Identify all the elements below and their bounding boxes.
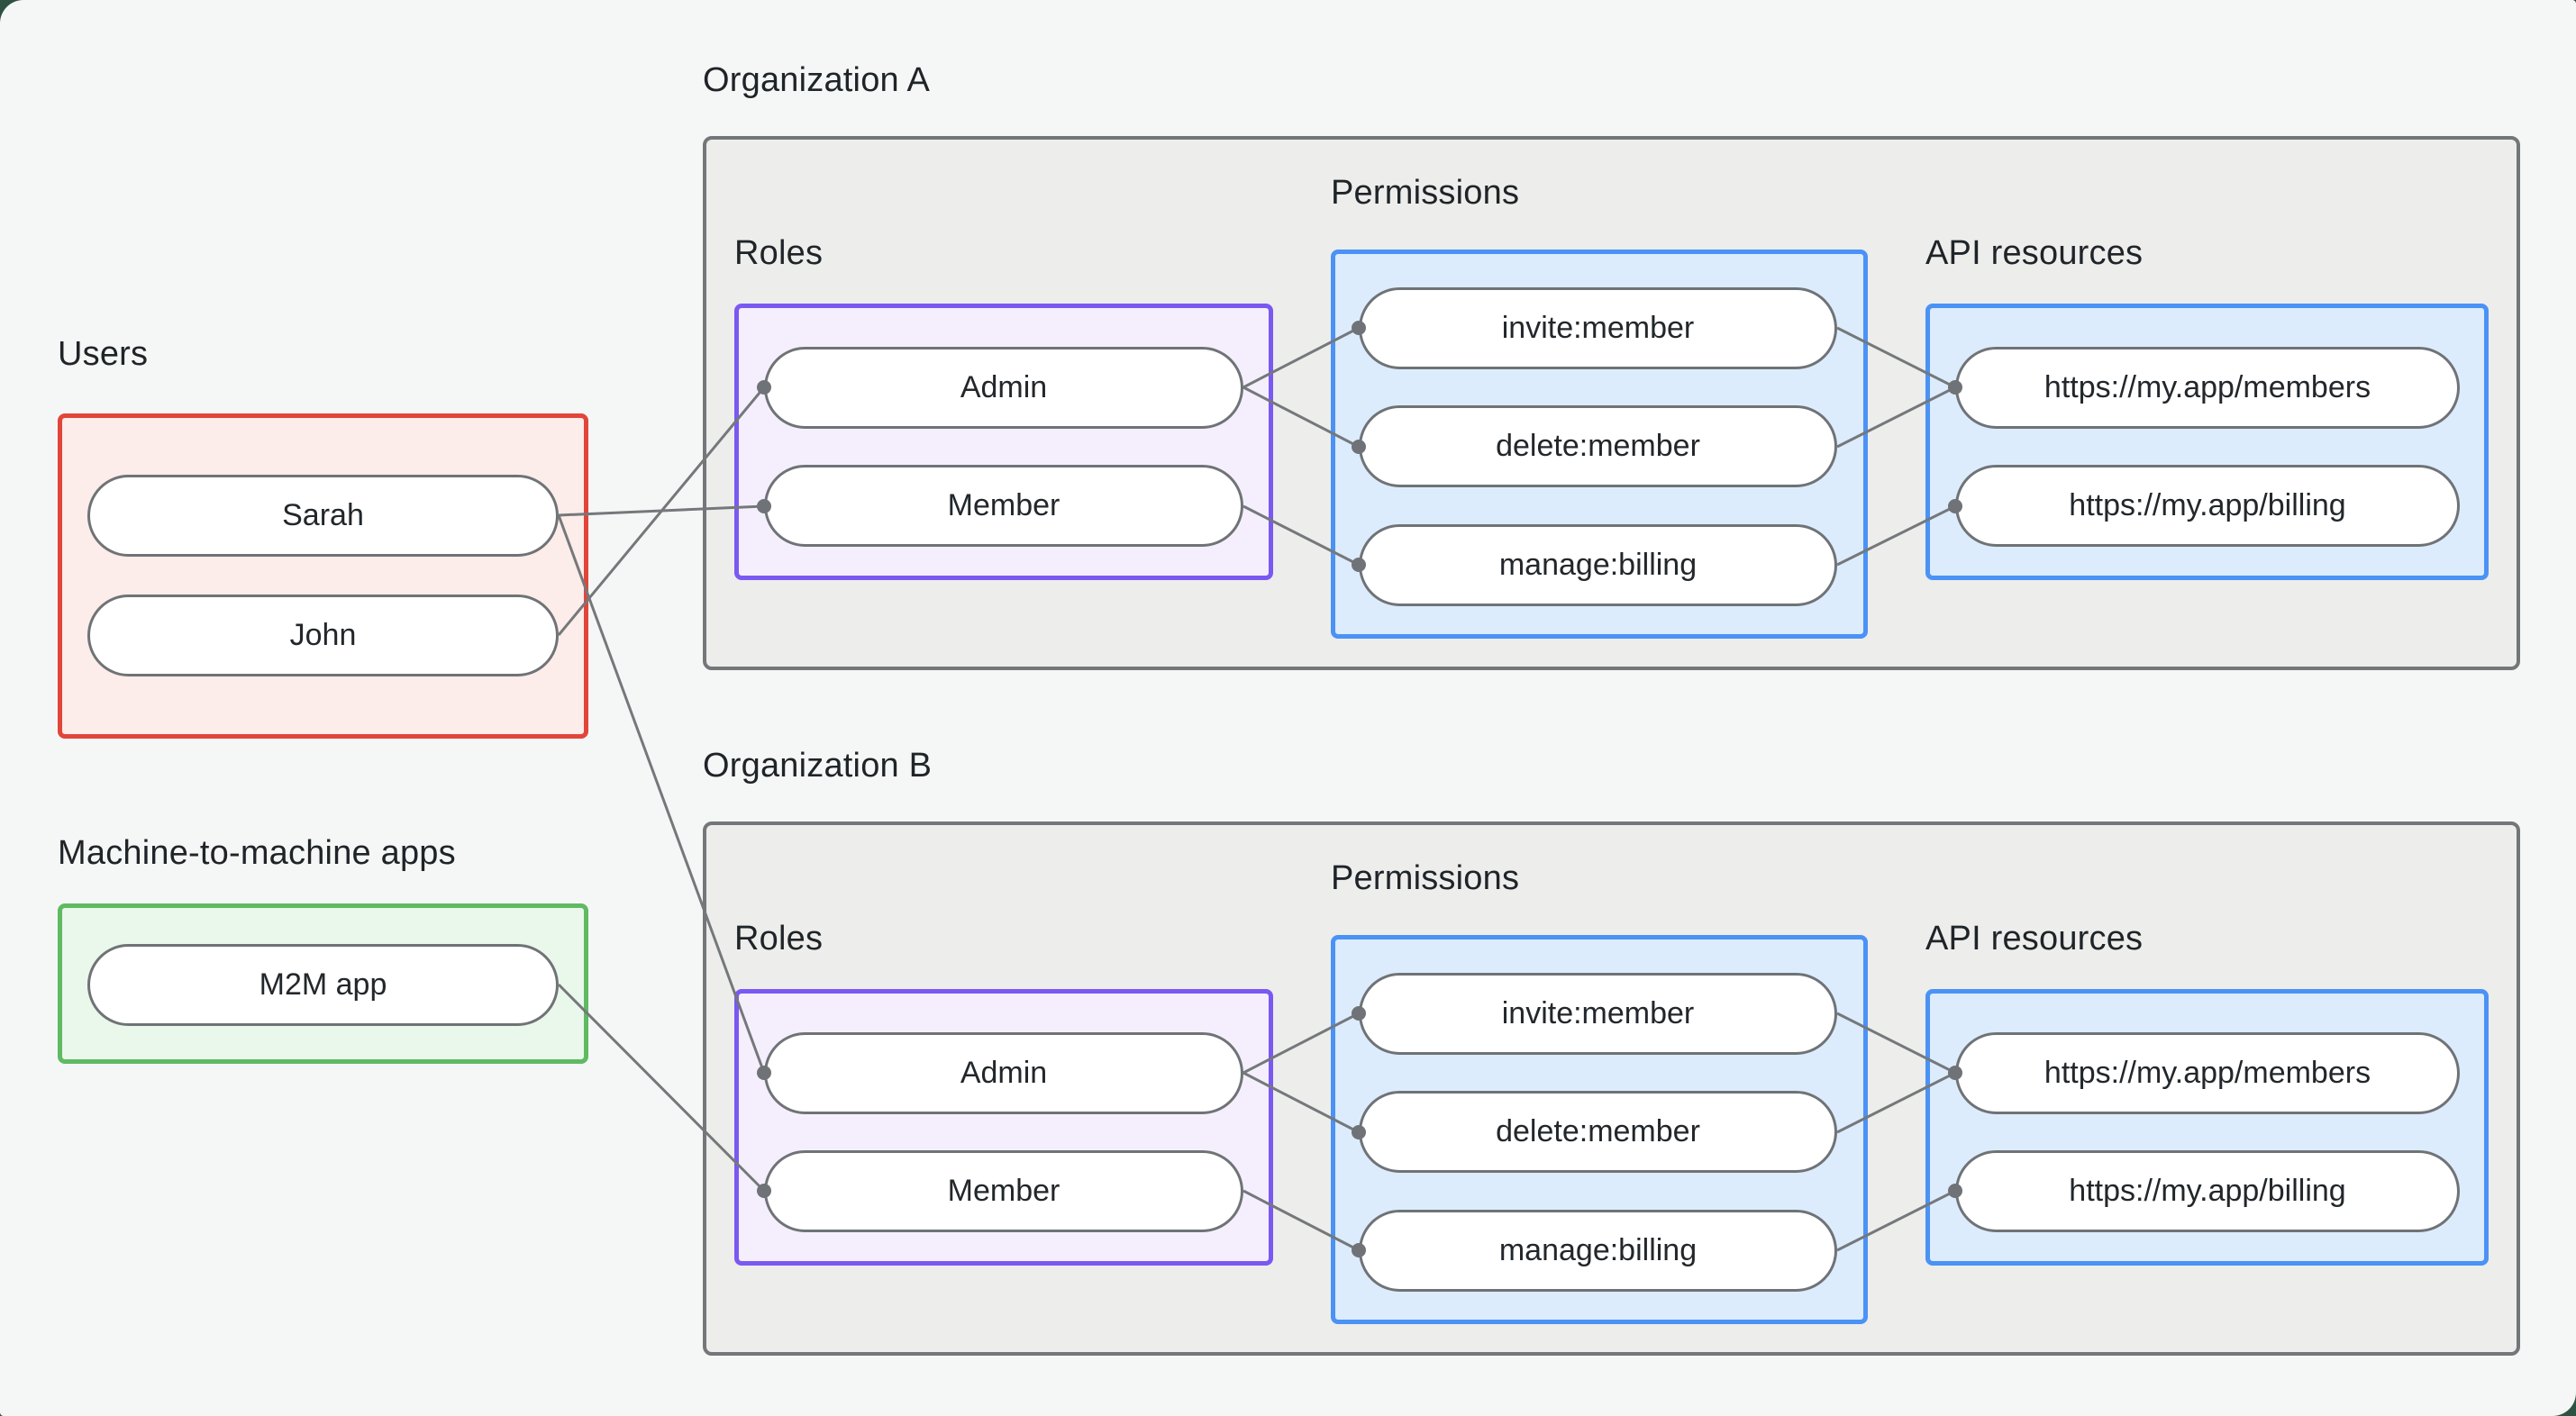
node-org-a-delete-member: delete:member	[1359, 405, 1837, 487]
node-org-a-manage-billing: manage:billing	[1359, 524, 1837, 606]
node-org-a-admin: Admin	[764, 347, 1243, 429]
org-b-permissions-label: Permissions	[1331, 859, 1520, 897]
node-org-b-api-billing: https://my.app/billing	[1955, 1150, 2460, 1232]
node-m2m-app: M2M app	[87, 944, 559, 1026]
node-org-a-api-members: https://my.app/members	[1955, 347, 2460, 429]
users-group-label: Users	[58, 335, 149, 373]
node-org-b-member: Member	[764, 1150, 1243, 1232]
node-org-a-member: Member	[764, 465, 1243, 547]
node-org-a-invite-member: invite:member	[1359, 287, 1837, 369]
org-a-api-resources-label: API resources	[1925, 234, 2144, 272]
org-b-label: Organization B	[703, 747, 933, 785]
node-user-john: John	[87, 595, 559, 676]
node-org-b-invite-member: invite:member	[1359, 973, 1837, 1055]
m2m-group-label: Machine-to-machine apps	[58, 834, 456, 872]
org-a-label: Organization A	[703, 61, 931, 99]
users-group-box	[58, 413, 588, 739]
node-org-b-delete-member: delete:member	[1359, 1091, 1837, 1173]
node-user-sarah: Sarah	[87, 475, 559, 557]
org-a-roles-label: Roles	[734, 234, 824, 272]
org-b-api-resources-label: API resources	[1925, 920, 2144, 958]
node-org-a-api-billing: https://my.app/billing	[1955, 465, 2460, 547]
node-org-b-manage-billing: manage:billing	[1359, 1210, 1837, 1292]
node-org-b-api-members: https://my.app/members	[1955, 1032, 2460, 1114]
org-a-permissions-label: Permissions	[1331, 174, 1520, 212]
org-b-roles-label: Roles	[734, 920, 824, 958]
node-org-b-admin: Admin	[764, 1032, 1243, 1114]
